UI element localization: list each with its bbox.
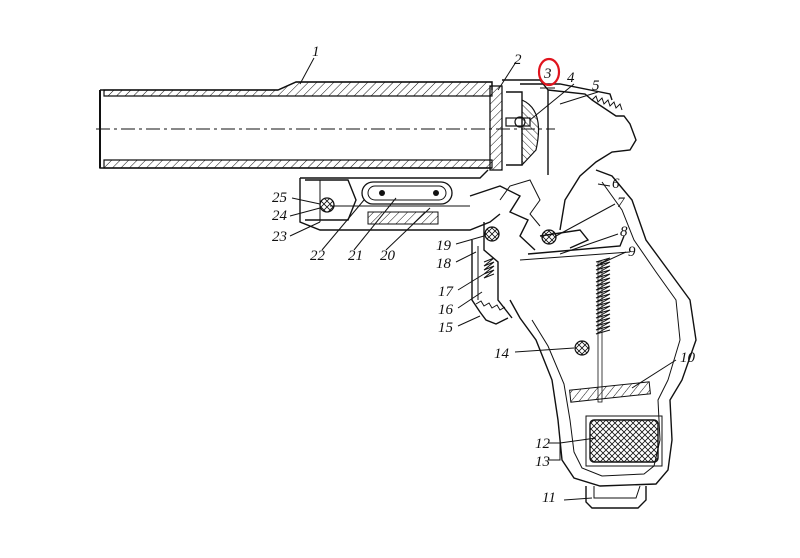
- label-16: 16: [438, 302, 454, 318]
- barrel: [96, 81, 555, 169]
- label-19: 19: [436, 238, 452, 254]
- frame-breech: [489, 79, 613, 175]
- label-9: 9: [628, 244, 636, 260]
- label-4: 4: [567, 70, 575, 86]
- label-5: 5: [592, 78, 600, 94]
- part-labels: 1 2 3 4 5 6 7 8 9 10 11 12 13 14 15 16 1…: [272, 44, 696, 506]
- label-8: 8: [620, 224, 628, 240]
- label-7: 7: [617, 195, 626, 211]
- label-13: 13: [535, 454, 550, 470]
- label-24: 24: [272, 208, 288, 224]
- label-14: 14: [494, 346, 510, 362]
- label-2: 2: [514, 52, 522, 68]
- highlight-circle: [537, 57, 561, 87]
- label-23: 23: [272, 229, 287, 245]
- label-17: 17: [438, 284, 455, 300]
- label-10: 10: [680, 350, 696, 366]
- label-21: 21: [348, 248, 363, 264]
- label-3: 3: [543, 66, 552, 82]
- label-11: 11: [542, 490, 556, 506]
- label-20: 20: [380, 248, 396, 264]
- label-25: 25: [272, 190, 288, 206]
- frame-lower: [299, 169, 541, 319]
- label-15: 15: [438, 320, 454, 336]
- label-12: 12: [535, 436, 551, 452]
- leader-lines: [289, 57, 677, 501]
- label-22: 22: [310, 248, 326, 264]
- trigger-assembly: [471, 226, 509, 325]
- label-18: 18: [436, 256, 452, 272]
- grip: [509, 169, 697, 509]
- label-6: 6: [612, 176, 620, 192]
- label-1: 1: [312, 44, 320, 60]
- hammer: [547, 89, 637, 231]
